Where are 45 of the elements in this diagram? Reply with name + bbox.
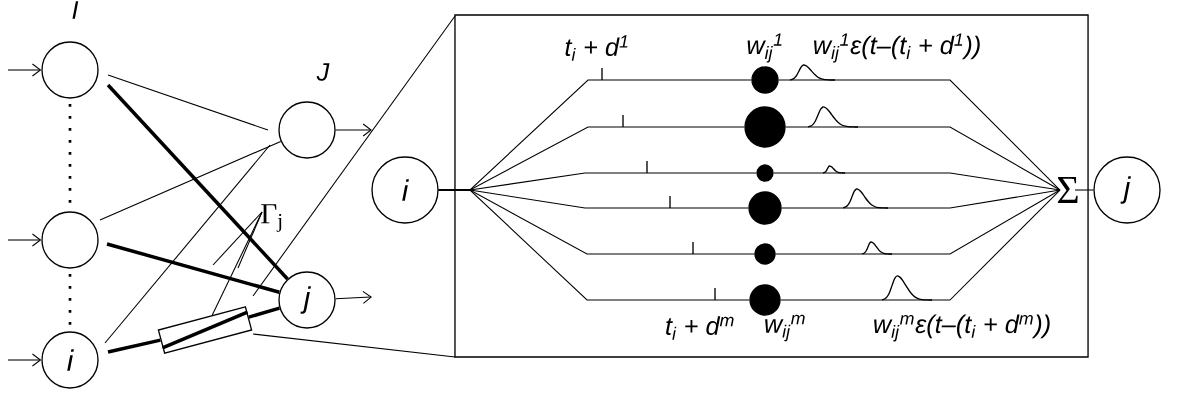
arrow — [7, 233, 42, 247]
connection-line — [107, 338, 161, 354]
synapse-dot — [749, 284, 781, 316]
connection-line — [248, 306, 280, 319]
synapse-dot — [744, 106, 786, 148]
zoom-panel — [454, 14, 1089, 358]
math-label: w$_{ij}$$^{1}$ε(t–(t$_{i}$ + d$^{1}$)) — [814, 33, 980, 63]
arrow — [335, 290, 372, 304]
synapse-dot — [748, 191, 782, 225]
arrow — [335, 123, 372, 137]
connection-line — [438, 189, 750, 301]
synapse-dot — [756, 164, 774, 182]
leader-line — [212, 211, 263, 266]
neuron-circle — [278, 101, 336, 159]
math-label: t$_{i}$ + d$^{1}$ — [565, 35, 628, 61]
synapse-set-label: Γ$_{j}$ — [261, 204, 282, 232]
connection-line — [773, 172, 1061, 191]
connection-line — [775, 189, 1061, 255]
connection-line — [104, 144, 271, 344]
sum-symbol: Σ — [1057, 176, 1078, 204]
connection-line — [99, 140, 282, 221]
neuron-circle — [41, 211, 99, 269]
math-label: w$_{ij}$$^{m}$ε(t–(t$_{i}$ + d$^{m}$)) — [874, 314, 1050, 342]
dotted-line — [68, 274, 72, 326]
zoom-line — [252, 15, 456, 297]
math-label: w$_{ij}$m — [765, 314, 805, 342]
math-label: t$_{i}$ + d$^{m}$ — [666, 316, 734, 340]
connection-line — [778, 79, 1061, 191]
dotted-line — [68, 104, 72, 206]
connection-line — [106, 242, 280, 294]
connection-line — [785, 126, 1061, 191]
synapse-dot — [751, 66, 779, 94]
zoom-line — [252, 333, 456, 358]
connection-line — [106, 83, 289, 281]
arrow — [7, 353, 42, 367]
math-label: w$_{ij}$1 — [747, 33, 782, 63]
connection-line — [107, 74, 269, 131]
math-label: I — [72, 1, 79, 19]
neuron-circle — [41, 41, 99, 99]
connection-line — [1074, 189, 1094, 191]
connection-line — [781, 189, 1061, 209]
leader-line — [211, 211, 263, 316]
arrow — [7, 63, 42, 77]
synapse-dot — [754, 243, 776, 265]
connection-line — [780, 189, 1061, 301]
